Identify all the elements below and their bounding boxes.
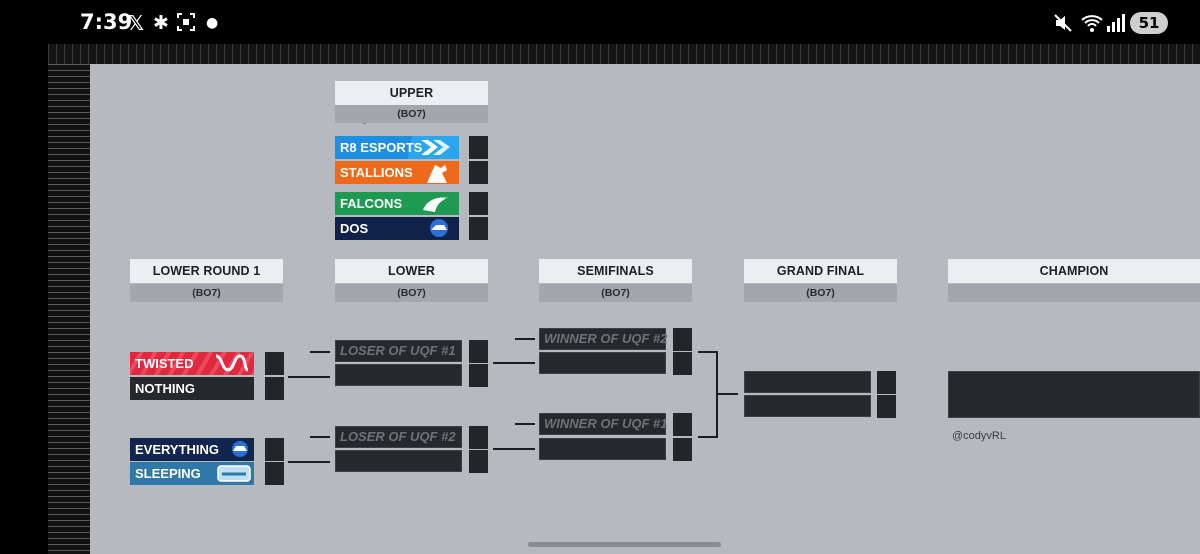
score-twisted (265, 352, 284, 375)
falcons-logo-icon (423, 197, 450, 212)
dos-logo-icon (430, 219, 448, 237)
status-time: 7:39 (80, 10, 133, 34)
score-nothing (265, 377, 284, 400)
semifinals-header: SEMIFINALS (539, 259, 692, 283)
semifinal-slot-1[interactable]: WINNER OF UQF #2 (539, 328, 668, 350)
everything-logo-icon (232, 441, 248, 457)
upper-qf-format: (BO7) (335, 105, 488, 123)
lower-qf-slot-1b[interactable] (335, 364, 462, 386)
status-bar: 7:39 𝕏 ✱ ● 51 (0, 0, 1200, 44)
row-ruler (48, 64, 90, 554)
team-sleeping[interactable]: SLEEPING (130, 462, 254, 485)
connector-line (515, 423, 535, 425)
connector-line (310, 351, 330, 353)
team-dos[interactable]: DOS (335, 217, 459, 240)
lower-qf-format: (BO7) (335, 284, 488, 302)
home-indicator[interactable] (528, 542, 721, 547)
signal-icon (1106, 12, 1126, 34)
connector-line (310, 436, 330, 438)
column-ruler (48, 44, 1200, 64)
connector-line (698, 436, 718, 438)
stallions-logo-icon (427, 165, 447, 183)
team-r8-esports[interactable]: R8 ESPORTS (335, 136, 459, 159)
grand-final-slot-1[interactable] (744, 371, 871, 393)
connector-line (716, 351, 718, 438)
x-icon: 𝕏 (128, 11, 145, 35)
battery-level: 51 (1138, 14, 1160, 32)
screenshot-icon (176, 12, 196, 34)
battery-indicator: 51 (1130, 12, 1168, 34)
score-semifinal-1a (673, 328, 692, 351)
champion-slot[interactable] (948, 371, 1200, 418)
twisted-logo-icon (215, 354, 249, 372)
score-lower-qf-1a (469, 340, 488, 363)
score-stallions (469, 161, 488, 184)
score-semifinal-2a (673, 413, 692, 436)
connector-line (493, 448, 535, 450)
sleeping-logo-icon (217, 465, 251, 482)
connector-line (718, 393, 738, 395)
grand-final-slot-2[interactable] (744, 395, 871, 417)
lower-qf-slot-1[interactable]: LOSER OF UQF #1 (335, 340, 462, 362)
score-semifinal-2b (673, 438, 692, 461)
score-everything (265, 438, 284, 461)
connector-line (515, 338, 535, 340)
grand-final-format: (BO7) (744, 284, 897, 302)
lower-qf-header: LOWER QUARTERFINALS (335, 259, 488, 302)
score-grand-final-2 (877, 395, 896, 418)
semifinal-slot-1b[interactable] (539, 352, 666, 374)
team-falcons[interactable]: FALCONS (335, 192, 459, 215)
wifi-icon (1080, 12, 1104, 34)
r8-esports-logo-icon (421, 140, 450, 155)
score-lower-qf-2b (469, 450, 488, 473)
team-twisted[interactable]: TWISTED (130, 352, 254, 375)
team-everything[interactable]: EVERYTHING (130, 438, 254, 461)
semifinal-slot-2b[interactable] (539, 438, 666, 460)
connector-line (288, 376, 330, 378)
mute-icon (1052, 12, 1074, 34)
score-sleeping (265, 462, 284, 485)
lower-r1-format: (BO7) (130, 284, 283, 302)
bracket-canvas: UPPER QUARTERFINALS (BO7) R8 ESPORTS STA… (90, 64, 1200, 554)
score-semifinal-1b (673, 352, 692, 375)
score-lower-qf-2a (469, 426, 488, 449)
semifinal-slot-2[interactable]: WINNER OF UQF #1 (539, 413, 668, 435)
champion-subheader (948, 284, 1200, 302)
score-r8-esports (469, 136, 488, 159)
credit-text: @codyvRL (952, 430, 1006, 442)
connector-line (698, 351, 718, 353)
score-lower-qf-1b (469, 364, 488, 387)
dot-icon: ● (206, 15, 219, 31)
lower-r1-header: LOWER ROUND 1 (130, 259, 283, 283)
slack-icon: ✱ (153, 12, 169, 34)
lower-qf-slot-2b[interactable] (335, 450, 462, 472)
team-nothing[interactable]: NOTHING (130, 377, 254, 400)
semifinals-format: (BO7) (539, 284, 692, 302)
score-falcons (469, 192, 488, 215)
team-stallions[interactable]: STALLIONS (335, 161, 459, 184)
lower-qf-slot-2[interactable]: LOSER OF UQF #2 (335, 426, 462, 448)
champion-header: CHAMPION (948, 259, 1200, 283)
grand-final-header: GRAND FINAL (744, 259, 897, 283)
upper-qf-header: UPPER QUARTERFINALS (335, 81, 488, 124)
score-grand-final-1 (877, 371, 896, 394)
connector-line (288, 461, 330, 463)
connector-line (493, 362, 535, 364)
score-dos (469, 217, 488, 240)
